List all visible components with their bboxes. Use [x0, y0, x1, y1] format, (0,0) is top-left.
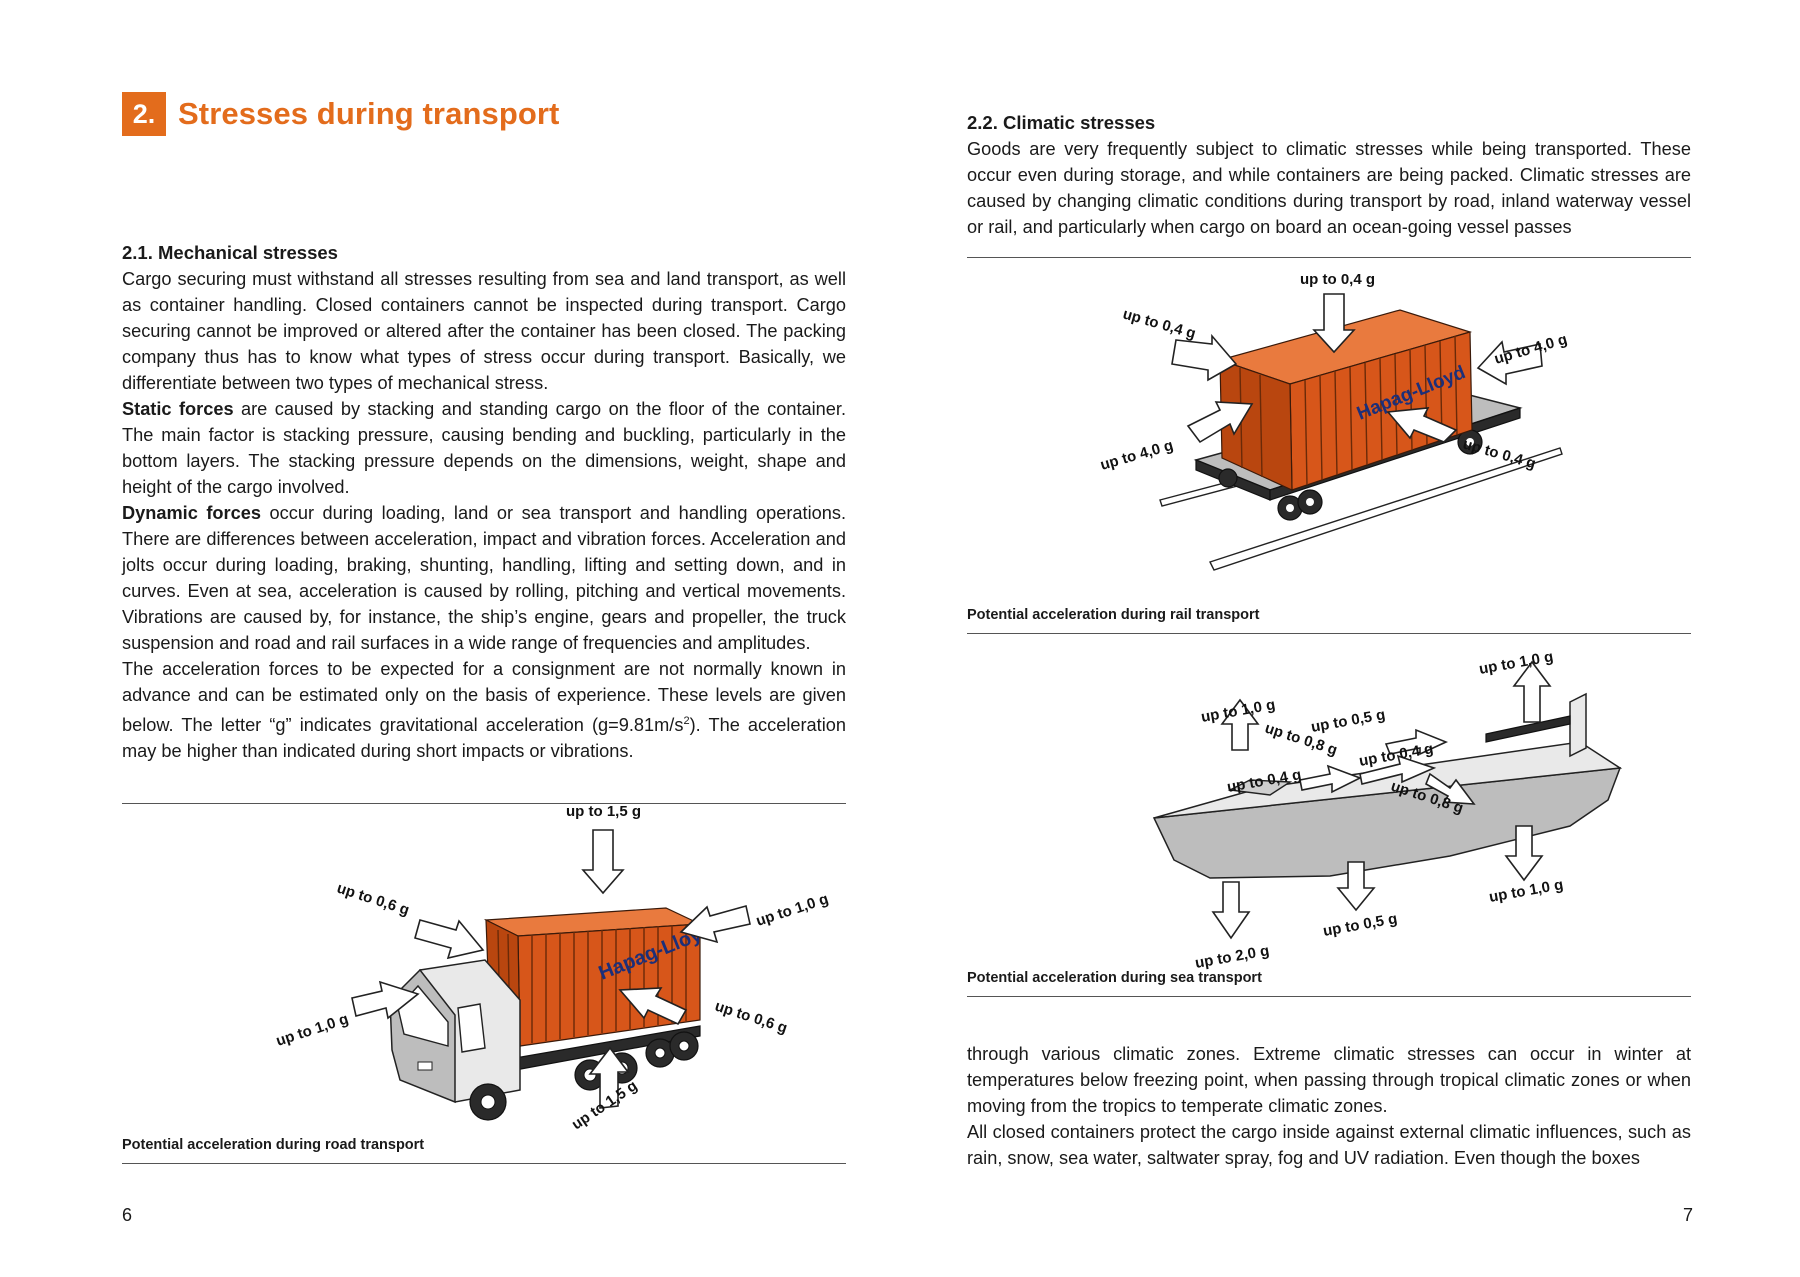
arrow-sea-deck-4 [1424, 772, 1476, 805]
paragraph-closed-containers: All closed containers protect the cargo … [967, 1122, 1691, 1168]
arrow-sea-down-1 [1211, 881, 1251, 940]
rule-above-rail-figure [967, 257, 1691, 258]
rail-transport-figure: Hapag-Lloyd up to 0,4 g up to 0,4 g up t… [1098, 271, 1569, 571]
label-road-top: up to 1,5 g [566, 803, 641, 820]
arrow-rail-top [1312, 293, 1356, 354]
label-sea-8: up to 1,0 g [1488, 876, 1565, 906]
paragraph-intro: Cargo securing must withstand all stress… [122, 269, 846, 393]
paragraph-static: Static forces are caused by stacking and… [122, 396, 846, 500]
arrow-down-top [581, 829, 625, 895]
ship-superstructure [1569, 692, 1587, 758]
ship-bridge-rail [1485, 715, 1571, 743]
arrow-sea-deck-1 [1299, 764, 1362, 794]
paragraph-dynamic: Dynamic forces occur during loading, lan… [122, 500, 846, 656]
rail-container-ribs [1239, 335, 1458, 486]
label-road-front: up to 1,0 g [274, 1010, 351, 1049]
rule-between-figures [967, 633, 1691, 634]
label-rail-lower-right: up to 0,4 g [1461, 436, 1538, 473]
rail-front [1209, 447, 1563, 571]
arrow-sea-down-3 [1504, 825, 1544, 882]
arrow-rear-right [679, 905, 751, 944]
sea-caption: Potential acceleration during sea transp… [967, 970, 1262, 986]
mechanical-stresses-text: 2.1. Mechanical stresses Cargo securing … [122, 240, 846, 764]
static-forces-term: Static forces [122, 399, 234, 419]
wagon-wheels [1218, 429, 1483, 521]
chapter-heading: 2. Stresses during transport [122, 92, 559, 136]
static-forces-text: are caused by stacking and standing carg… [122, 399, 846, 497]
arrow-sea-deck-3 [1384, 728, 1449, 756]
hatch-cover [1227, 779, 1293, 796]
truck-cab-window [457, 1003, 486, 1053]
rule-below-road-figure [122, 1163, 846, 1164]
acceleration-text-a: The acceleration forces to be expected f… [122, 659, 846, 736]
climatic-stresses-continued: through various climatic zones. Extreme … [967, 1041, 1691, 1171]
label-rail-upper-left: up to 0,4 g [1121, 306, 1198, 343]
label-sea-4: up to 0,5 g [1310, 706, 1387, 736]
label-road-rear-right: up to 1,0 g [754, 890, 831, 929]
label-rail-top: up to 0,4 g [1300, 271, 1375, 288]
road-transport-figure: Hapag-Lloyd up to 1,5 g up to 0,6 g up t… [274, 803, 831, 1133]
section-heading-mechanical: 2.1. Mechanical stresses [122, 242, 338, 263]
left-page: 2. Stresses during transport 2.1. Mechan… [122, 92, 846, 1225]
rail-caption: Potential acceleration during rail trans… [967, 607, 1260, 623]
chapter-title: Stresses during transport [178, 96, 560, 131]
arrow-rail-lower-left [1186, 401, 1254, 444]
label-sea-9: up to 0,5 g [1322, 910, 1399, 940]
ship-hull [1152, 767, 1622, 879]
page-number-right: 7 [1683, 1205, 1694, 1225]
paragraph-climatic-intro: Goods are very frequently subject to cli… [967, 139, 1691, 237]
dynamic-forces-term: Dynamic forces [122, 503, 261, 523]
arrow-sea-up-left [1220, 698, 1260, 751]
arrow-side [618, 987, 688, 1026]
arrow-sea-down-2 [1336, 861, 1376, 912]
arrow-sea-up-right [1512, 660, 1552, 723]
rule-above-road-figure [122, 803, 846, 804]
climatic-stresses-text: 2.2. Climatic stresses Goods are very fr… [967, 110, 1691, 240]
paragraph-climatic-zones: through various climatic zones. Extreme … [967, 1044, 1691, 1116]
arrow-up-bottom [588, 1046, 630, 1109]
rule-below-sea-figure [967, 996, 1691, 997]
arrow-sea-deck-2 [1359, 754, 1437, 785]
road-caption: Potential acceleration during road trans… [122, 1137, 425, 1153]
page-number-left: 6 [122, 1205, 133, 1225]
chapter-number: 2. [122, 92, 166, 136]
sea-transport-figure: up to 1,0 g up to 1,0 g up to 0,8 g up t… [1152, 648, 1623, 972]
arrow-rear-left [414, 919, 485, 960]
acceleration-superscript: 2 [683, 715, 690, 727]
headlight [417, 1061, 433, 1071]
label-sea-10: up to 2,0 g [1194, 942, 1271, 972]
section-heading-climatic: 2.2. Climatic stresses [967, 112, 1156, 133]
arrow-rail-upper-left [1171, 333, 1238, 382]
label-road-rear-left: up to 0,6 g [335, 880, 412, 919]
arrow-rail-lower-right [1386, 407, 1458, 443]
arrow-rail-upper-right [1476, 340, 1543, 386]
dynamic-forces-text: occur during loading, land or sea transp… [122, 503, 846, 653]
arrow-front [351, 980, 420, 1020]
paragraph-acceleration: The acceleration forces to be expected f… [122, 656, 846, 764]
acceleration-text-b: ). The acceleration may be higher than i… [122, 715, 846, 762]
label-rail-lower-left: up to 4,0 g [1098, 437, 1175, 474]
right-page: 2.2. Climatic stresses Goods are very fr… [900, 0, 1800, 1277]
label-road-side: up to 0,6 g [713, 998, 790, 1037]
label-sea-2: up to 1,0 g [1478, 648, 1555, 678]
